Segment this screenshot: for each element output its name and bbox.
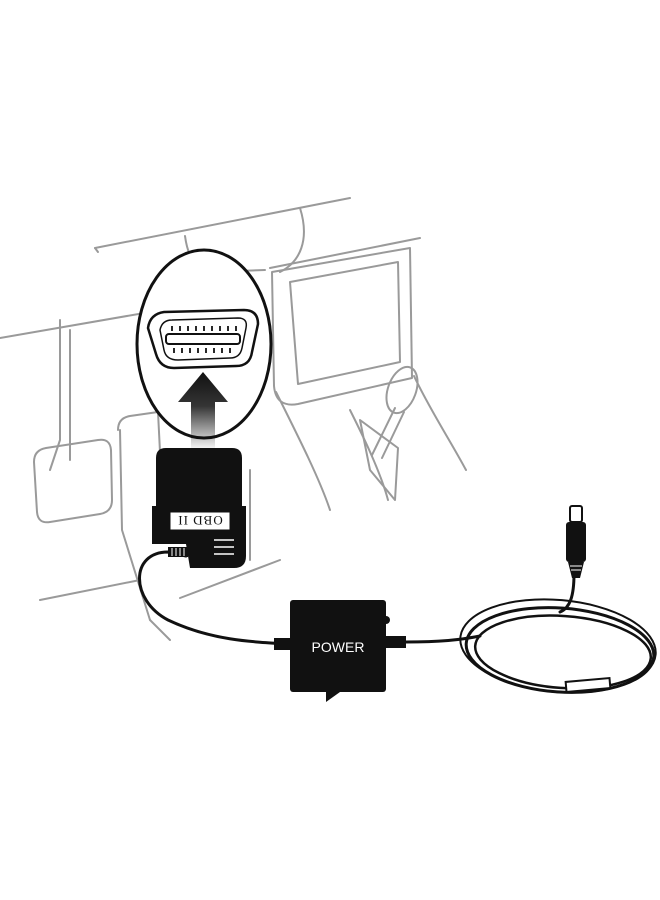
power-box-led [382,616,390,624]
obd-plug-body [156,448,242,506]
obd-port-inner [159,317,248,361]
gear-shifter-slot [359,419,399,501]
power-label: POWER [312,639,365,655]
obd-port-slot [165,333,241,345]
cable-strain-relief-left [274,638,292,650]
obd-port-pins-top [171,326,237,331]
arrow-up-icon [178,372,228,448]
obd-port-callout [135,248,273,440]
side-panel-2 [149,619,171,641]
screen-bezel [271,247,413,406]
console-line-3 [349,409,389,501]
floor-line-2 [179,559,281,599]
console-line-2 [413,375,467,471]
pedal [33,438,113,524]
dashboard-right-edge [269,237,421,269]
cable-strain-relief-obd [168,547,188,557]
dashboard-lower-edge [0,311,151,339]
cable-ferrite [564,677,612,693]
screen [289,261,401,385]
obd-port-pins-bottom [173,348,231,353]
knee-panel-lower [119,429,151,621]
usb-head [566,522,586,562]
strain-relief-ridges-obd [171,548,185,556]
power-box-body [290,600,386,692]
knee-panel [117,411,161,453]
gear-shifter-rod-2 [381,411,405,459]
obd-label-plate [169,511,231,531]
power-box-tab [326,692,340,702]
obd-cable [138,547,292,650]
obd-plug-ridges [214,539,234,555]
mini-usb-connector [566,505,586,578]
obd-plug: OBD II [152,448,246,568]
power-module: POWER [290,600,390,702]
footwell-left [49,319,61,471]
floor-line [39,579,141,601]
car-dashboard [0,197,467,641]
cable-coil [459,598,657,694]
cable-strain-relief-right [386,636,406,648]
gear-shifter-rod [371,407,396,456]
usb-tip [569,505,583,523]
dashboard-top-edge [94,197,351,249]
obd-port-outline [146,308,260,370]
obd-label: OBD II [177,513,222,528]
usb-cable [386,572,657,694]
dashboard-top-edge-2 [94,247,99,253]
console-line-1 [275,391,331,511]
gear-shifter-knob [385,365,419,415]
